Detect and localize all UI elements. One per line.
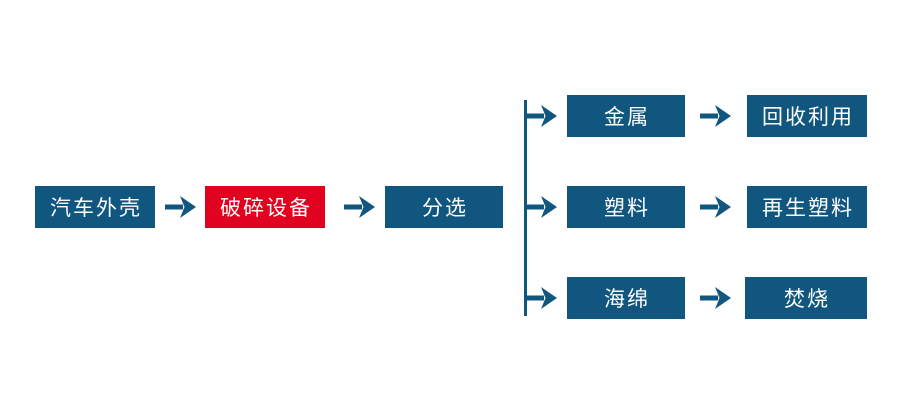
flow-node-recycling: 回收利用 <box>747 95 867 137</box>
branch-arrow-icon <box>524 103 558 129</box>
flow-node-crushing-equipment: 破碎设备 <box>205 186 325 228</box>
branch-arrow-icon <box>524 285 558 311</box>
arrow-right-icon <box>698 285 732 311</box>
arrow-right-icon <box>342 194 376 220</box>
arrow-right-icon <box>698 103 732 129</box>
flow-node-recycled-plastic: 再生塑料 <box>747 186 867 228</box>
flow-node-plastic: 塑料 <box>567 186 685 228</box>
branch-arrow-icon <box>524 194 558 220</box>
flow-node-sorting: 分选 <box>385 186 503 228</box>
arrow-right-icon <box>163 194 197 220</box>
flow-node-sponge: 海绵 <box>567 277 685 319</box>
arrow-right-icon <box>698 194 732 220</box>
flow-node-car-shell: 汽车外壳 <box>35 186 155 228</box>
flow-node-incineration: 焚烧 <box>745 277 867 319</box>
flow-node-metal: 金属 <box>567 95 685 137</box>
